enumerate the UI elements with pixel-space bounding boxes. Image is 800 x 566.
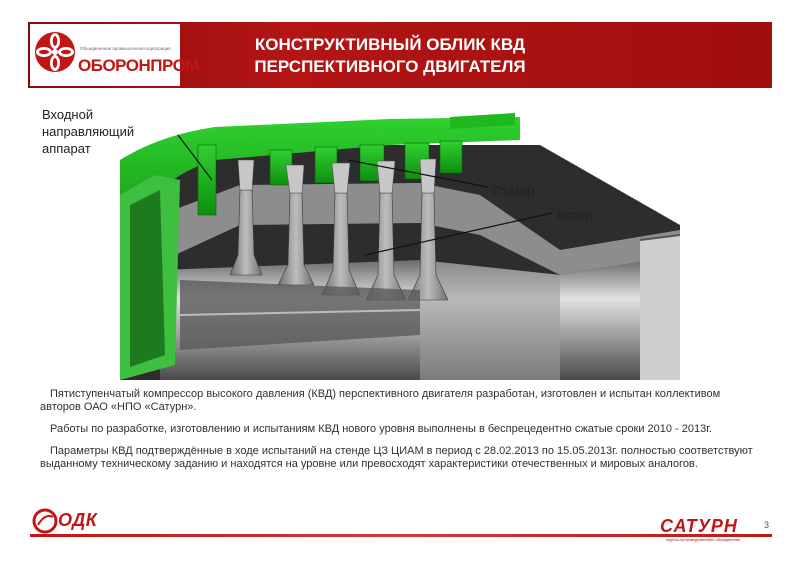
inlet-guide-vane-label: Входной направляющий аппарат [42, 106, 134, 157]
stator-label: Статор [492, 183, 535, 198]
logo-tagline: Объединенная промышленная корпорация [80, 46, 171, 51]
oboronprom-emblem-icon [35, 32, 75, 72]
footer-divider [30, 534, 772, 537]
compressor-cross-section [120, 113, 680, 380]
page-title: КОНСТРУКТИВНЫЙ ОБЛИК КВД ПЕРСПЕКТИВНОГО … [210, 34, 570, 78]
description-text: Пятиступенчатый компрессор высокого давл… [40, 388, 760, 480]
stator-leader-line [347, 159, 489, 188]
rotor-label: Ротор [557, 208, 593, 223]
inlet-label-line-3: аппарат [42, 141, 91, 156]
saturn-tagline: научно-производственное объединение [666, 537, 741, 542]
saturn-logo-text: САТУРН [660, 516, 738, 536]
odk-logo-text: ОДК [58, 510, 98, 530]
inlet-label-line-1: Входной [42, 107, 94, 122]
logo-name: ОБОРОНПРОМ [78, 56, 200, 75]
inlet-leader-line [177, 134, 213, 181]
title-line-1: КОНСТРУКТИВНЫЙ ОБЛИК КВД [254, 35, 526, 54]
oboronprom-logo: Объединенная промышленная корпорация ОБО… [30, 24, 200, 86]
inlet-label-line-2: направляющий [42, 124, 135, 139]
paragraph-2: Работы по разработке, изготовлению и исп… [50, 423, 712, 435]
page-number: 3 [764, 520, 770, 530]
paragraph-1: Пятиступенчатый компрессор высокого давл… [40, 388, 721, 413]
rotor-leader-line [364, 212, 553, 256]
title-line-2: ПЕРСПЕКТИВНОГО ДВИГАТЕЛЯ [254, 57, 526, 76]
odk-emblem-icon [32, 508, 58, 534]
paragraph-3: Параметры КВД подтверждённые в ходе испы… [40, 445, 753, 470]
